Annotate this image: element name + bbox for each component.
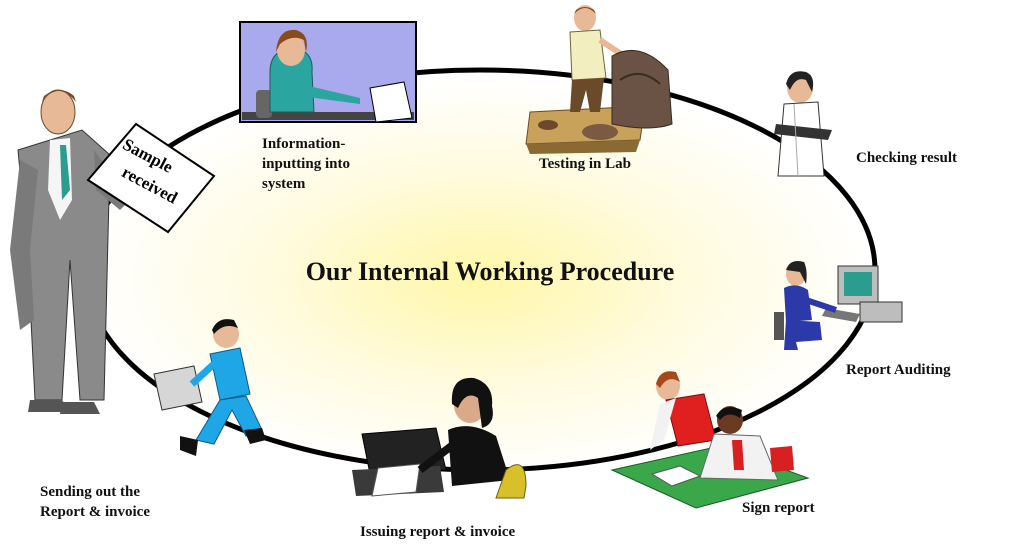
computer-operator-icon — [774, 261, 903, 350]
two-men-at-table-icon — [610, 371, 810, 509]
step-label-testing-in-lab: Testing in Lab — [539, 156, 631, 172]
diagram-title: Our Internal Working Procedure — [305, 257, 675, 286]
step-label-sign-report: Sign report — [742, 500, 815, 516]
woman-with-clipboard-icon — [774, 71, 832, 177]
woman-at-printer-icon — [352, 377, 527, 499]
step-label-checking-result: Checking result — [856, 150, 957, 166]
step-label-report-auditing: Report Auditing — [846, 362, 951, 378]
lab-technician-icon — [525, 5, 673, 154]
step-label-issuing-report: Issuing report & invoice — [360, 524, 516, 540]
courier-running-icon — [153, 319, 266, 456]
clerk-at-desk-icon — [239, 21, 417, 123]
step-label-information-inputting: Information- inputting into system — [262, 136, 350, 192]
step-label-sending-out: Sending out the Report & invoice — [40, 484, 150, 520]
